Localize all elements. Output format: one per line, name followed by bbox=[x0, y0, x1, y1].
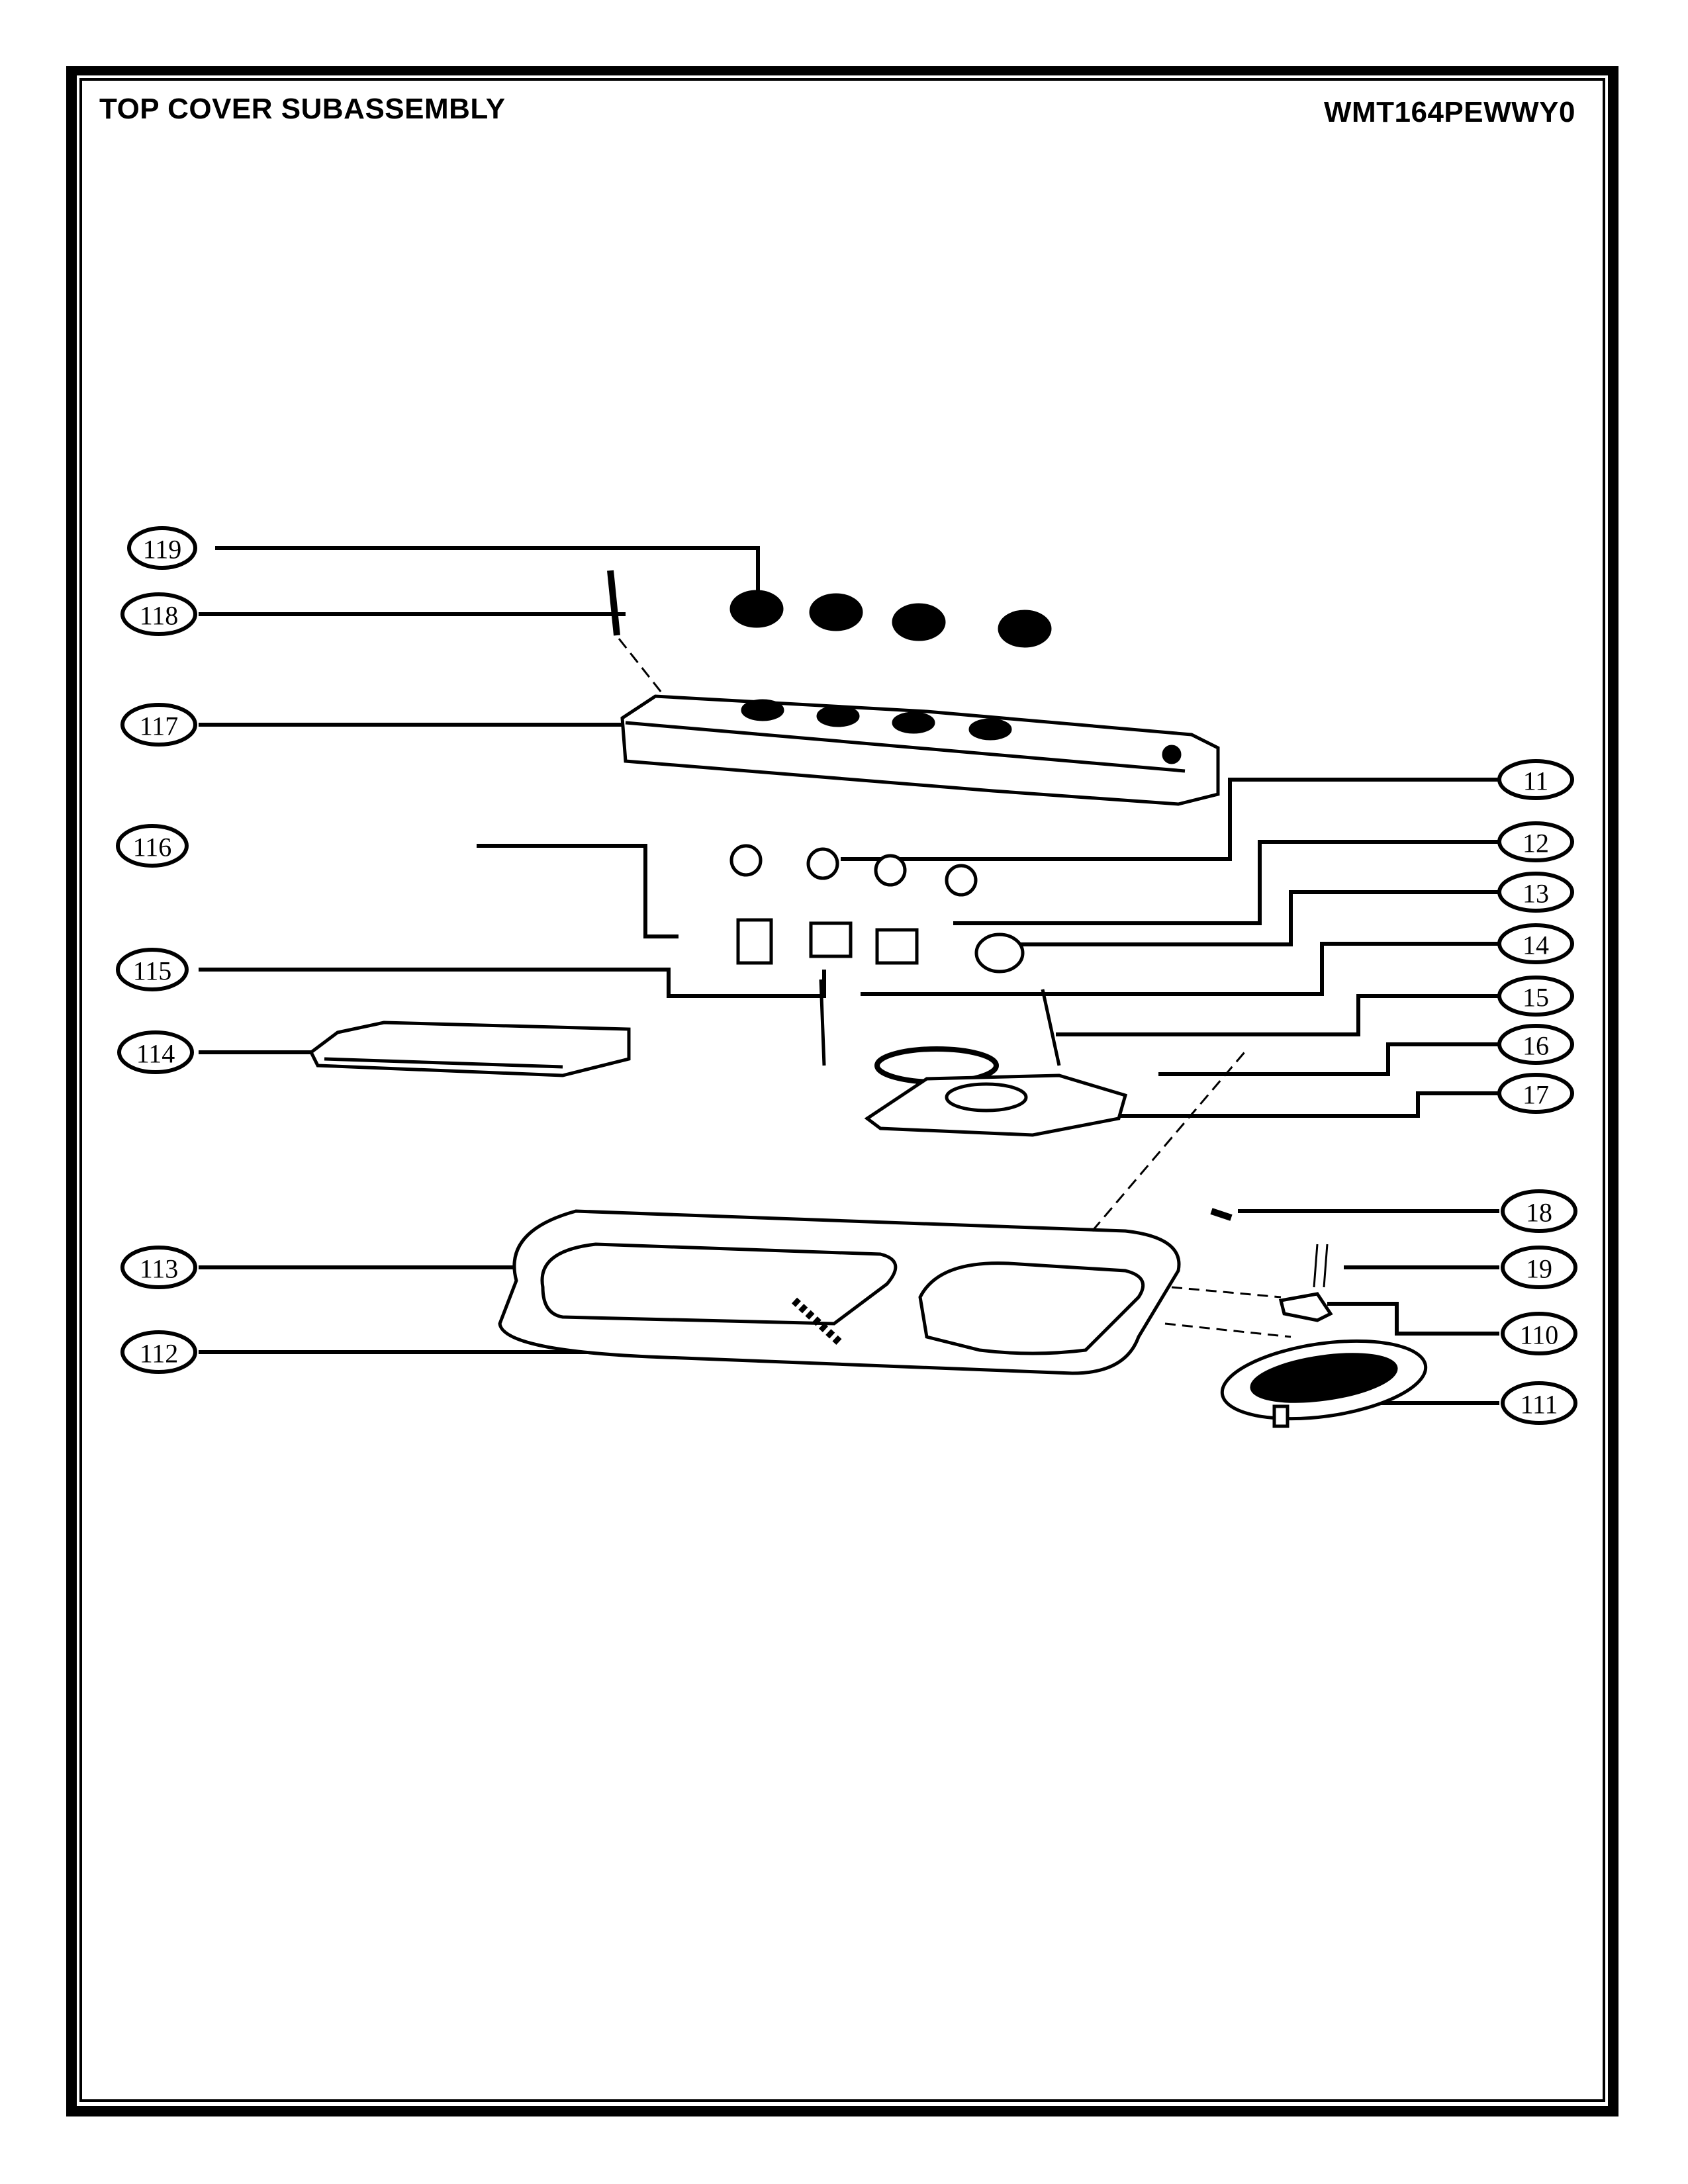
callout-18 bbox=[1501, 1189, 1577, 1233]
callout-119 bbox=[127, 526, 197, 570]
callout-label: 11 bbox=[1523, 766, 1549, 796]
leader-110 bbox=[1327, 1302, 1499, 1336]
leader-14 bbox=[861, 942, 1499, 996]
callout-label: 19 bbox=[1526, 1254, 1552, 1284]
part-switches bbox=[736, 918, 1025, 974]
callout-17 bbox=[1497, 1073, 1574, 1114]
part-hinge-wire bbox=[1313, 1244, 1329, 1288]
callout-114 bbox=[117, 1030, 194, 1074]
part-control-panel bbox=[620, 694, 1220, 806]
callout-116 bbox=[116, 824, 189, 868]
callout-label: 15 bbox=[1523, 983, 1549, 1013]
callout-117 bbox=[120, 703, 197, 747]
leader-11 bbox=[841, 778, 1499, 861]
callout-label: 114 bbox=[136, 1039, 175, 1069]
callout-12 bbox=[1497, 821, 1574, 862]
callout-label: 16 bbox=[1523, 1031, 1549, 1061]
callout-label: 110 bbox=[1520, 1320, 1559, 1350]
leader-115 bbox=[199, 968, 826, 998]
leader-119 bbox=[215, 546, 760, 606]
model-number: WMT164PEWWY0 bbox=[1323, 96, 1575, 128]
callout-112 bbox=[120, 1330, 197, 1374]
page-border-inner bbox=[79, 78, 1605, 2102]
callout-13 bbox=[1497, 872, 1574, 913]
leader-15 bbox=[1056, 994, 1499, 1036]
leader-16 bbox=[1158, 1042, 1499, 1076]
callout-label: 116 bbox=[133, 833, 172, 862]
callout-label: 113 bbox=[140, 1254, 179, 1284]
page-border-middle bbox=[75, 74, 1609, 2107]
callout-label: 111 bbox=[1520, 1390, 1558, 1420]
callout-11 bbox=[1497, 759, 1574, 800]
callout-label: 117 bbox=[140, 711, 179, 741]
parts bbox=[308, 570, 1428, 1428]
callouts-left bbox=[116, 526, 197, 1374]
part-top-cover bbox=[498, 1209, 1181, 1375]
callout-16 bbox=[1497, 1024, 1574, 1065]
callout-label: 119 bbox=[143, 535, 182, 565]
callout-19 bbox=[1501, 1246, 1577, 1289]
part-knobs bbox=[729, 590, 1052, 648]
callout-label: 17 bbox=[1523, 1080, 1549, 1110]
part-lid bbox=[308, 1021, 631, 1077]
leader-lines bbox=[199, 546, 1499, 1405]
part-spin-lid bbox=[1220, 1339, 1428, 1428]
callout-label: 118 bbox=[140, 601, 179, 631]
part-safety-cover bbox=[864, 1046, 1128, 1137]
part-hinge bbox=[1164, 1286, 1333, 1338]
leader-12 bbox=[953, 840, 1499, 925]
leader-13 bbox=[1006, 890, 1499, 946]
callout-label: 112 bbox=[140, 1339, 179, 1369]
callout-label: 115 bbox=[133, 956, 172, 986]
part-wire bbox=[819, 979, 826, 1066]
callout-115 bbox=[116, 948, 189, 991]
callout-labels: 119 118 117 116 115 114 113 112 11 12 13… bbox=[133, 535, 1559, 1420]
callout-118 bbox=[120, 592, 197, 636]
callout-111 bbox=[1501, 1381, 1577, 1425]
leader-116 bbox=[477, 844, 679, 938]
callout-label: 18 bbox=[1526, 1198, 1552, 1228]
callout-110 bbox=[1501, 1312, 1577, 1355]
callout-label: 12 bbox=[1523, 829, 1549, 858]
callout-label: 13 bbox=[1523, 879, 1549, 909]
callout-15 bbox=[1497, 976, 1574, 1017]
part-knob-holders bbox=[729, 844, 978, 897]
page-title: TOP COVER SUBASSEMBLY bbox=[99, 93, 506, 125]
callout-label: 14 bbox=[1523, 931, 1549, 960]
part-screw bbox=[607, 570, 670, 702]
assembly-guide bbox=[1091, 1052, 1246, 1232]
page-border-outer bbox=[66, 66, 1618, 2116]
part-wire-2 bbox=[1041, 989, 1061, 1066]
callout-14 bbox=[1497, 923, 1574, 964]
part-lid-switch bbox=[1210, 1208, 1233, 1221]
callout-113 bbox=[120, 1246, 197, 1289]
leader-17 bbox=[1086, 1091, 1499, 1118]
callouts-right bbox=[1497, 759, 1577, 1425]
